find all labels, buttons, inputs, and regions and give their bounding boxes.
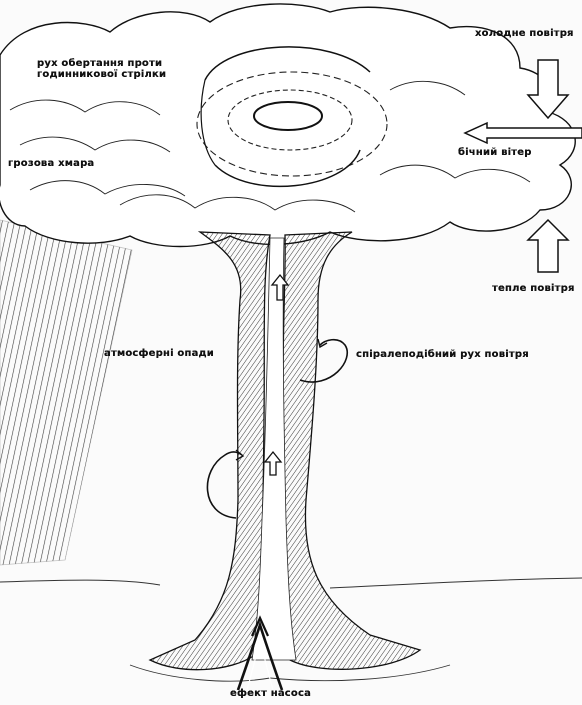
- spiral-motion-label: спіралеподібний рух повітря: [356, 349, 529, 360]
- rotation-label: рух обертання проти годинникової стрілки: [37, 58, 187, 80]
- side-wind-label: бічний вітер: [458, 147, 532, 158]
- tornado-funnel: [150, 232, 420, 670]
- warm-air-label: тепле повітря: [492, 283, 575, 294]
- cold-air-label: холодне повітря: [475, 28, 574, 39]
- rain-shaft: [0, 220, 132, 565]
- warm-air-arrow: [528, 220, 568, 272]
- pump-effect-label: ефект насоса: [230, 688, 311, 699]
- precipitation-label: атмосферні опади: [104, 348, 214, 359]
- thundercloud-label: грозова хмара: [8, 158, 94, 169]
